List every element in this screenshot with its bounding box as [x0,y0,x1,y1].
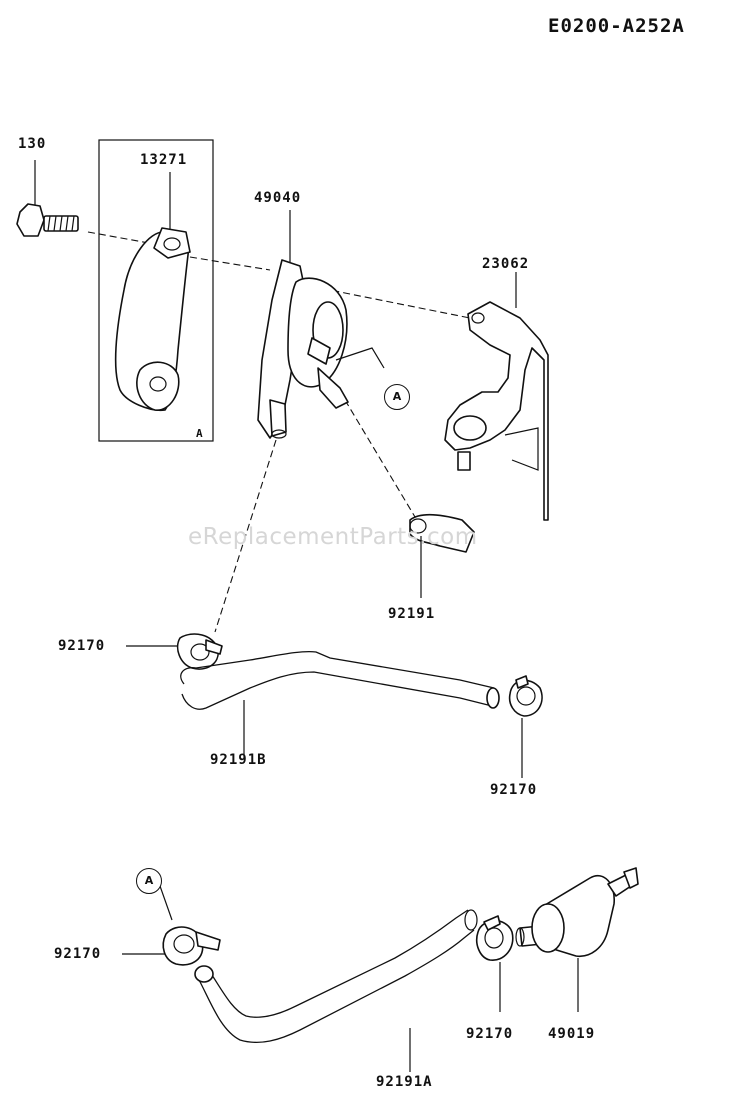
clamp-92170-lower-left [122,885,221,966]
assembly-line-cover [189,256,271,271]
assembly-line-hose [344,399,419,523]
bolt-130 [16,160,79,237]
part-label-49019: 49019 [548,1026,596,1042]
bracket-23062 [444,272,549,521]
hose-92191 [409,513,475,598]
inset-box [98,139,214,442]
assembly-line-hose-b [214,439,277,633]
clamp-92170-right [508,675,543,778]
callout-a-lower: A [136,868,162,894]
part-label-92170-bottom-right: 92170 [466,1026,514,1042]
clamp-92170-bottom-right [475,915,514,1012]
part-label-92170-upper-left: 92170 [58,638,106,654]
part-label-13271: 13271 [140,152,188,168]
watermark: eReplacementParts.com [188,524,478,550]
part-label-23062: 23062 [482,256,530,272]
part-label-92191: 92191 [388,606,436,622]
inset-label: A [196,427,204,440]
part-label-49040: 49040 [254,190,302,206]
part-label-92170-right: 92170 [490,782,538,798]
hose-92191B [180,650,500,758]
cover-13271 [114,172,191,412]
hose-92191A [194,909,478,1072]
diagram-code: E0200-A252A [548,15,685,37]
clamp-92170-upper-left [126,633,223,670]
part-label-92170-lower-left: 92170 [54,946,102,962]
part-label-92191B: 92191B [210,752,267,768]
fuel-pump-49040 [257,210,385,439]
part-label-92191A: 92191A [376,1074,433,1090]
part-label-130: 130 [18,136,47,152]
fuel-filter-49019 [515,867,639,1012]
callout-a-upper: A [384,384,410,410]
